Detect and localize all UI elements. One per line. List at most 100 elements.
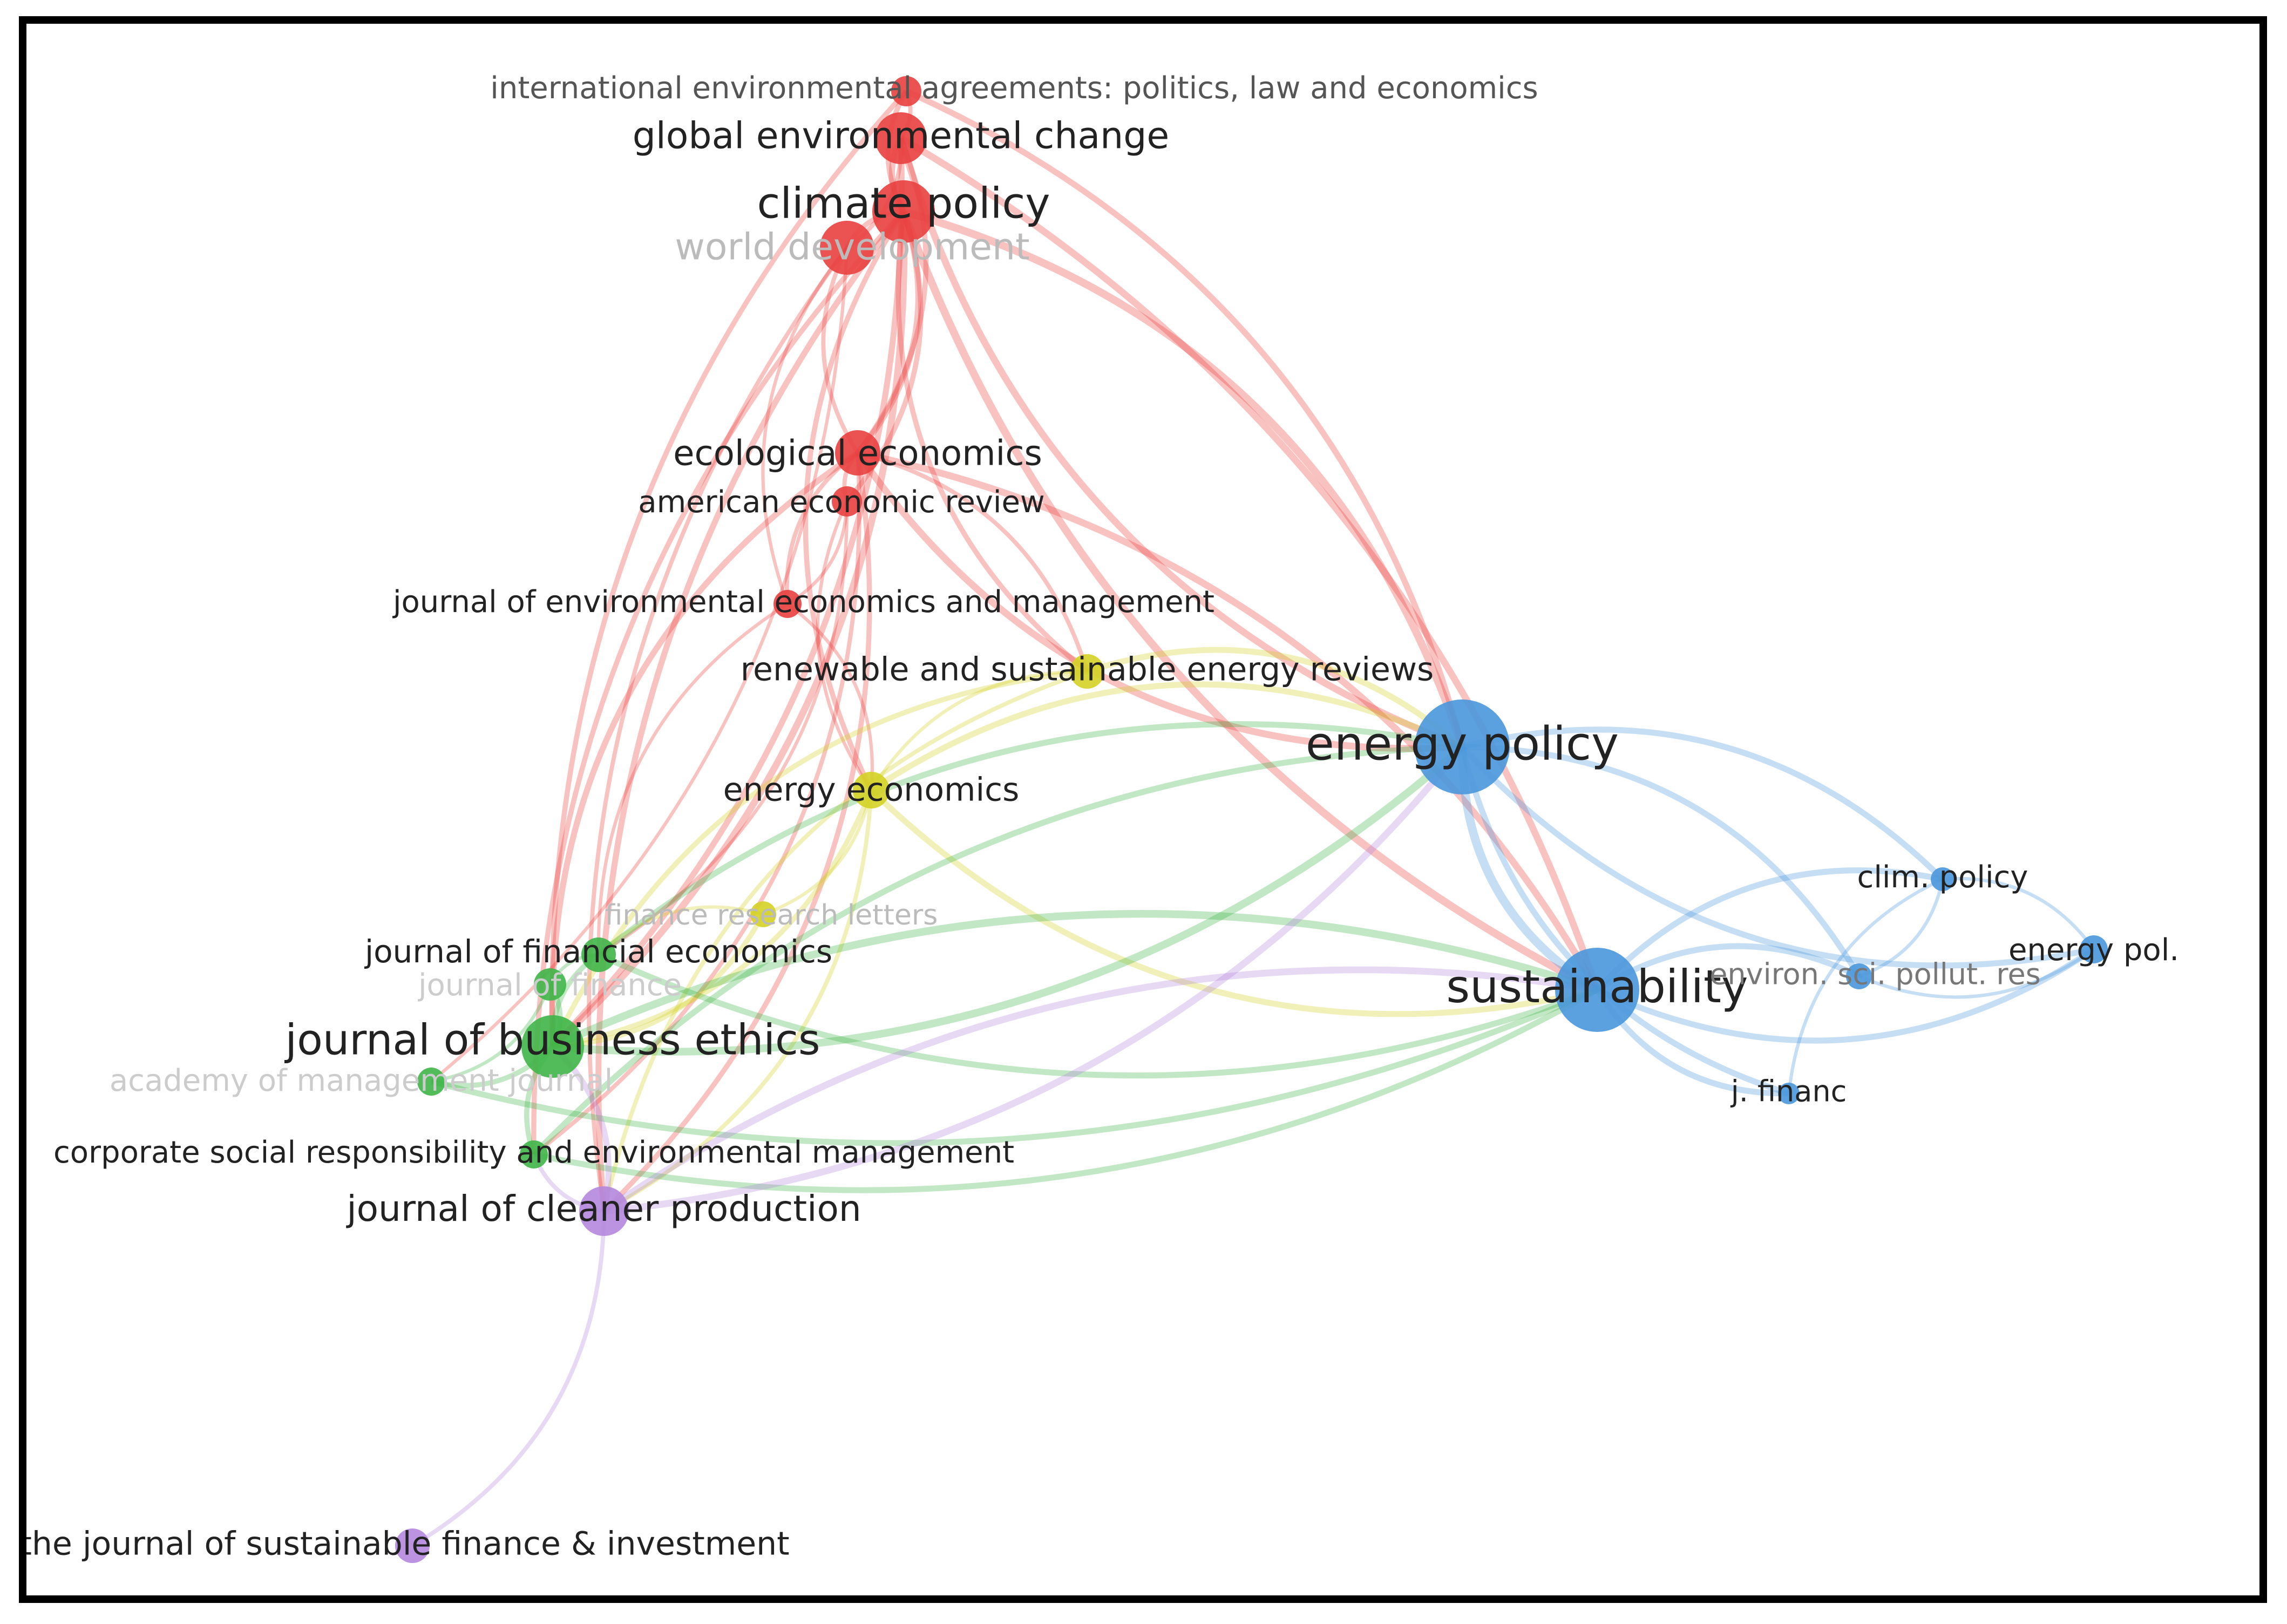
node-label-rser: renewable and sustainable energy reviews: [741, 651, 1434, 689]
edge-esp-enpol: [1858, 948, 2095, 999]
edge-csr-sus: [533, 987, 1599, 1193]
edge-esp-clim: [1858, 879, 1945, 978]
edge-ee-ep: [854, 451, 1463, 752]
node-aer[interactable]: [832, 486, 862, 517]
node-eneco[interactable]: [853, 772, 890, 808]
node-gec[interactable]: [875, 112, 927, 164]
node-label-jfe: journal of financial economics: [364, 933, 832, 970]
node-label-amj: academy of management journal: [110, 1063, 613, 1098]
edge-ee-jeem: [785, 451, 859, 604]
network-map-frame: international environmental agreements: …: [19, 16, 2267, 1603]
edge-wd-jeem: [761, 247, 849, 605]
edge-wd-ee: [821, 247, 860, 454]
node-label-clim: clim. policy: [1857, 860, 2028, 895]
node-label-eneco: energy economics: [723, 771, 1020, 809]
edge-frl-jfe: [597, 905, 764, 956]
edge-gec-ep: [897, 137, 1464, 750]
node-enpol[interactable]: [2080, 935, 2108, 963]
edge-eneco-ep: [869, 681, 1464, 793]
edge-amj-sus: [430, 987, 1599, 1146]
edge-rser-eneco: [870, 669, 1088, 791]
node-cp[interactable]: [872, 180, 935, 243]
node-rser[interactable]: [1070, 654, 1104, 689]
edge-eneco-jcp: [603, 790, 873, 1213]
edge-rser-jcp: [602, 669, 1088, 1212]
edge-rser-ep: [1086, 647, 1464, 750]
edge-aer-jeem: [786, 501, 849, 606]
edge-jcp-sus: [602, 966, 1598, 1214]
node-iea[interactable]: [891, 76, 921, 106]
edge-jeem-eneco: [786, 602, 874, 791]
edge-cp-jcp: [595, 209, 906, 1212]
node-label-cp: climate policy: [757, 179, 1050, 228]
edge-frl-jbe: [552, 913, 766, 1049]
edge-cp-ee: [855, 210, 921, 455]
edge-ee-csr: [532, 452, 861, 1157]
node-jsfi[interactable]: [395, 1528, 430, 1563]
node-label-wd: world development: [675, 226, 1029, 269]
node-ee[interactable]: [835, 430, 880, 475]
node-label-ep: energy policy: [1306, 717, 1619, 771]
edge-cp-jbe: [550, 211, 908, 1049]
node-sus[interactable]: [1555, 948, 1639, 1032]
edge-cp-sus: [900, 210, 1599, 994]
edge-cp-eneco: [803, 210, 906, 792]
edge-iea-ep: [905, 88, 1465, 748]
edge-jbe-sus: [551, 910, 1599, 1050]
node-ep[interactable]: [1415, 699, 1510, 794]
edge-jcp-jsfi: [411, 1211, 606, 1548]
node-label-gec: global environmental change: [633, 115, 1170, 158]
node-jfin[interactable]: [1778, 1083, 1800, 1104]
node-label-iea: international environmental agreements: …: [490, 71, 1538, 106]
node-frl[interactable]: [750, 901, 776, 927]
node-csr[interactable]: [520, 1140, 548, 1168]
node-jof[interactable]: [534, 968, 566, 1001]
node-label-enpol: energy pol.: [2008, 933, 2179, 968]
node-label-jof: journal of finance: [417, 968, 682, 1003]
node-amj[interactable]: [417, 1068, 445, 1096]
edge-ep-enpol: [1460, 745, 2095, 969]
edge-aer-jfe: [598, 501, 849, 956]
edge-ee-sus: [857, 449, 1600, 992]
edge-jbe-ep: [552, 744, 1465, 1056]
node-jbe[interactable]: [521, 1015, 584, 1078]
node-jeem[interactable]: [773, 590, 802, 618]
node-layer: [395, 76, 2108, 1563]
edge-clim-enpol: [1942, 876, 2095, 950]
node-label-frl: finance research letters: [605, 899, 938, 932]
edge-gec-jbe: [551, 138, 905, 1049]
edge-ee-rser: [857, 451, 1089, 672]
edge-ee-jcp: [602, 452, 872, 1213]
node-label-ee: ecological economics: [673, 434, 1042, 474]
edge-cp-rser: [895, 211, 1089, 674]
node-label-csr: corporate social responsibility and envi…: [53, 1135, 1014, 1170]
edge-eneco-frl: [762, 790, 873, 916]
edge-jof-amj: [431, 983, 552, 1084]
node-label-jsfi: the journal of sustainable finance & inv…: [26, 1525, 790, 1563]
node-clim[interactable]: [1931, 867, 1955, 891]
edge-eneco-jbe: [552, 789, 874, 1049]
edge-cp-ep: [902, 208, 1466, 749]
node-label-jfin: j. financ: [1730, 1075, 1847, 1109]
edge-eneco-sus: [869, 788, 1598, 1017]
edge-ee-jbe: [549, 450, 860, 1047]
edge-jfe-sus: [597, 952, 1598, 1079]
node-label-aer: american economic review: [638, 485, 1044, 520]
node-label-esp: environ. sci. pollut. res: [1709, 957, 2041, 991]
edge-jfin-clim: [1787, 878, 1944, 1094]
node-label-jcp: journal of cleaner production: [345, 1188, 861, 1229]
edge-aer-eneco: [816, 500, 873, 791]
edge-jeem-jfe: [596, 602, 789, 955]
edge-jcp-ep: [603, 745, 1465, 1215]
edge-gec-sus: [899, 135, 1600, 991]
edge-sus-enpol: [1596, 947, 2096, 1044]
node-jcp[interactable]: [579, 1186, 629, 1236]
node-jfe[interactable]: [581, 937, 616, 972]
node-esp[interactable]: [1846, 963, 1872, 989]
node-wd[interactable]: [820, 221, 874, 275]
node-label-sus: sustainability: [1446, 960, 1748, 1013]
edge-wd-jcp: [587, 246, 849, 1212]
edge-ep-esp: [1462, 744, 1862, 978]
edge-iea-jbe: [549, 89, 908, 1047]
edge-layer: [411, 88, 2096, 1548]
